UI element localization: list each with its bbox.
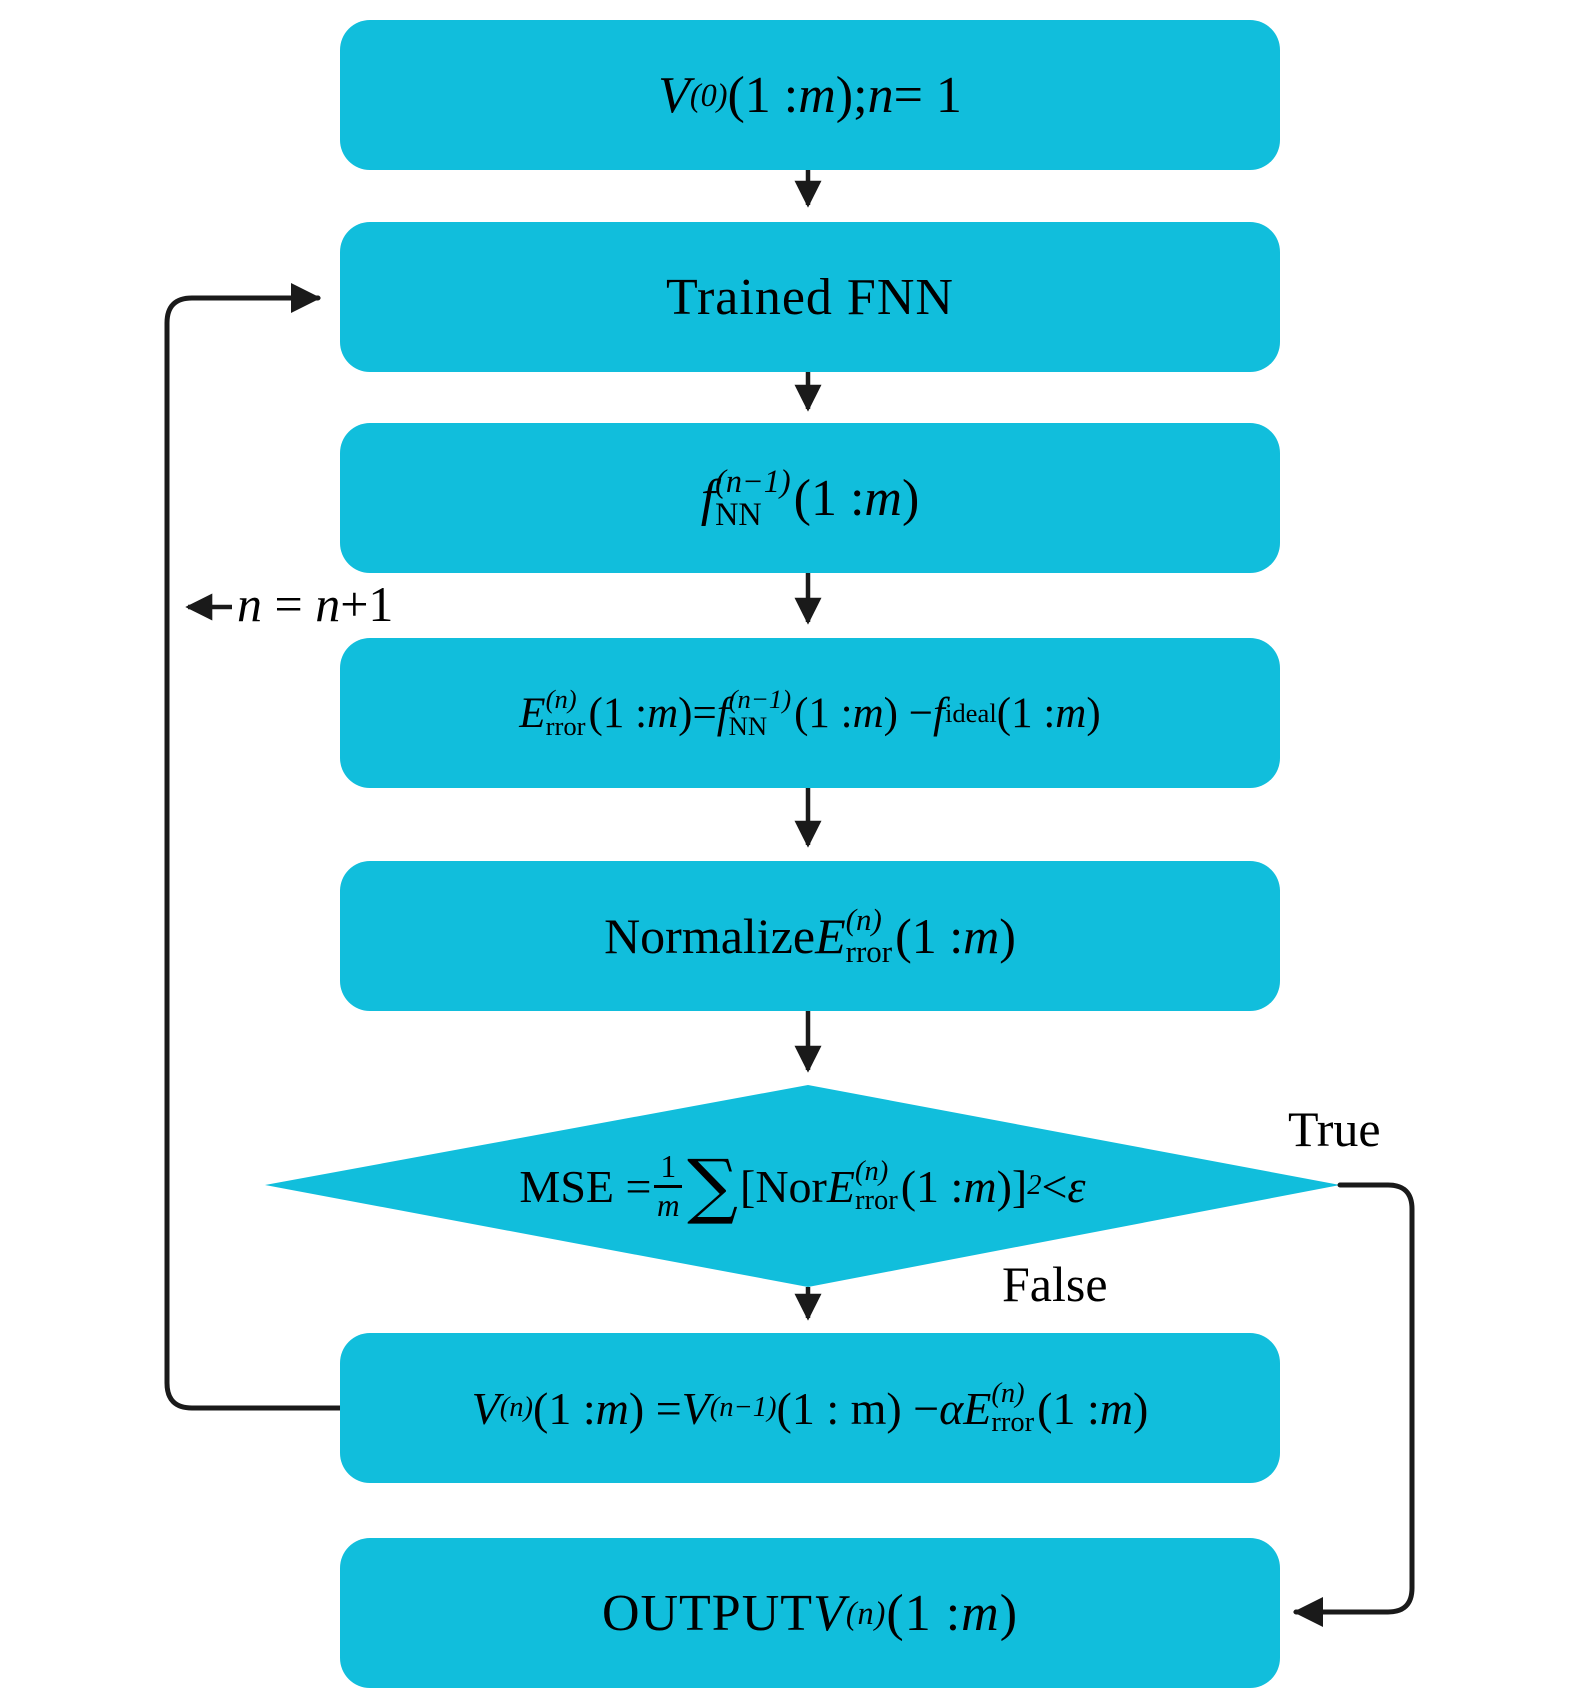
- loop-update-to-trained: [164, 283, 343, 1411]
- label-false-branch: False: [1002, 1256, 1108, 1312]
- node-trained-fnn: Trained FNN: [340, 222, 1280, 372]
- node-init: V(0)(1 : m); n = 1: [340, 20, 1280, 170]
- arrow-true-to-output: [1293, 1182, 1415, 1627]
- node-normalize: Normalize E(n)rror(1 : m): [340, 861, 1280, 1011]
- label-iteration-increment: n = n+1: [237, 576, 394, 632]
- label-true-branch: True: [1288, 1101, 1381, 1157]
- node-fnn-output: f(n−1)NN(1 : m): [340, 423, 1280, 573]
- node-output: OUTPUT V(n)(1 : m): [340, 1538, 1280, 1688]
- decision-diamond-shape: [265, 1085, 1340, 1287]
